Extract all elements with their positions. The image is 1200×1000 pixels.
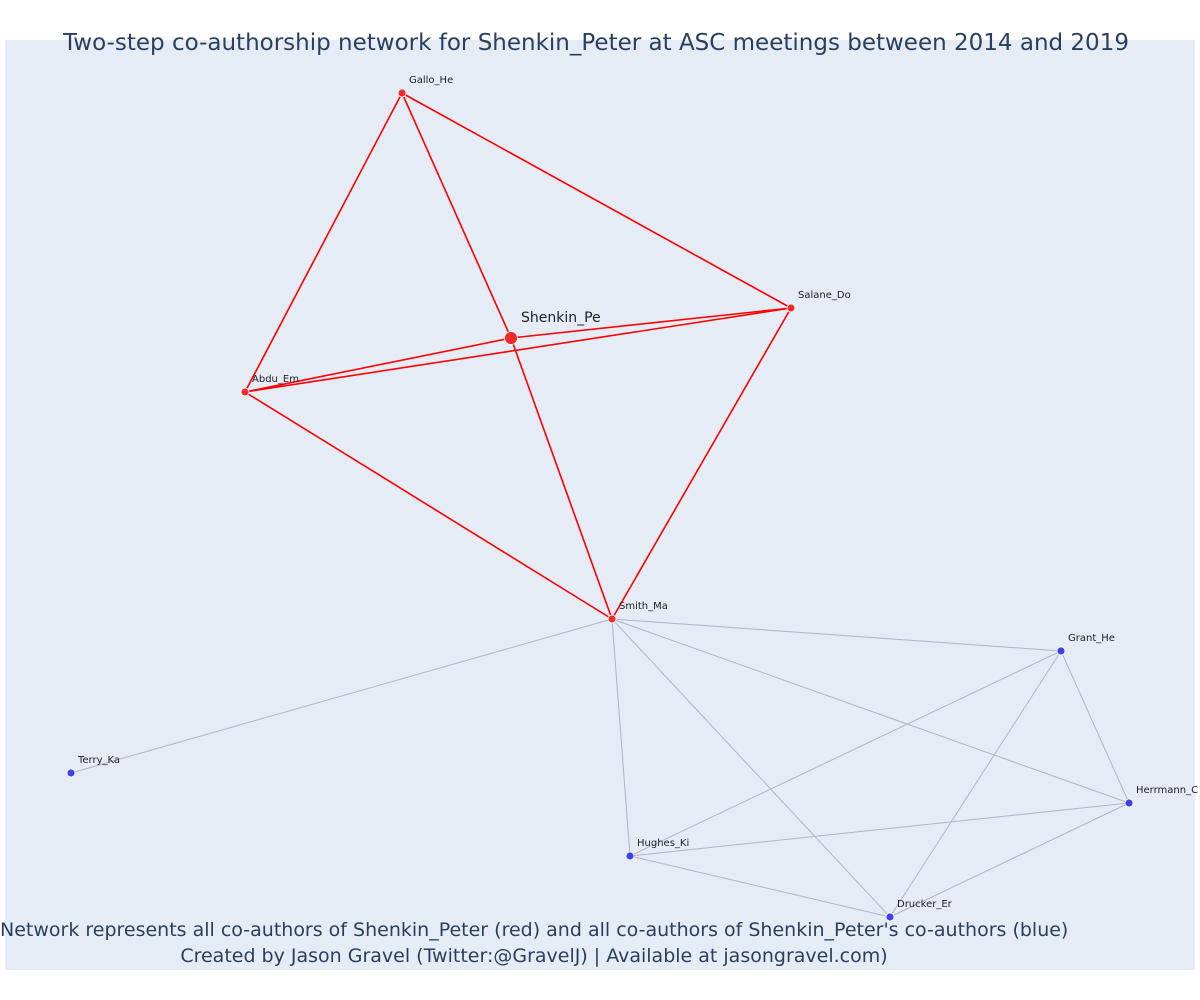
node-Drucker_Er[interactable] bbox=[885, 912, 895, 922]
edge-Shenkin_Pe-Smith_Ma bbox=[510, 337, 613, 620]
node-label-Herrmann_C: Herrmann_C bbox=[1136, 785, 1198, 796]
chart-title: Two-step co-authorship network for Shenk… bbox=[63, 30, 1129, 56]
node-label-Abdu_Em: Abdu_Em bbox=[252, 374, 299, 385]
node-label-Hughes_Ki: Hughes_Ki bbox=[637, 838, 689, 849]
node-Gallo_He[interactable] bbox=[397, 88, 407, 98]
node-Smith_Ma[interactable] bbox=[607, 614, 617, 624]
node-label-Salane_Do: Salane_Do bbox=[798, 290, 851, 301]
node-label-Terry_Ka: Terry_Ka bbox=[77, 755, 120, 766]
edge-Grant_He-Drucker_Er bbox=[889, 650, 1062, 918]
node-Hughes_Ki[interactable] bbox=[625, 851, 635, 861]
node-Shenkin_Pe[interactable] bbox=[504, 331, 518, 345]
node-Abdu_Em[interactable] bbox=[240, 387, 250, 397]
edge-Abdu_Em-Smith_Ma bbox=[244, 391, 613, 620]
edge-Herrmann_C-Hughes_Ki bbox=[629, 802, 1130, 857]
chart-caption: Network represents all co-authors of She… bbox=[0, 917, 1068, 969]
edge-Gallo_He-Abdu_Em bbox=[244, 92, 403, 393]
plot-background bbox=[5, 40, 1195, 970]
edge-Grant_He-Herrmann_C bbox=[1060, 650, 1130, 804]
edge-Shenkin_Pe-Salane_Do bbox=[510, 307, 792, 339]
nodes-layer bbox=[66, 88, 1134, 922]
labels-layer: Shenkin_Pe Gallo_HeSalane_DoAbdu_EmSmith_… bbox=[77, 75, 1198, 910]
node-label-Grant_He: Grant_He bbox=[1068, 633, 1115, 644]
edge-Hughes_Ki-Drucker_Er bbox=[629, 855, 891, 918]
edge-Smith_Ma-Herrmann_C bbox=[611, 618, 1130, 804]
edge-Herrmann_C-Drucker_Er bbox=[889, 802, 1130, 918]
node-label-Drucker_Er: Drucker_Er bbox=[897, 899, 953, 910]
edge-Smith_Ma-Grant_He bbox=[611, 618, 1062, 652]
edge-Gallo_He-Salane_Do bbox=[401, 92, 792, 309]
node-label-Smith_Ma: Smith_Ma bbox=[619, 601, 668, 612]
edge-Salane_Do-Smith_Ma bbox=[611, 307, 792, 620]
node-Herrmann_C[interactable] bbox=[1124, 798, 1134, 808]
node-label-Shenkin_Pe: Shenkin_Pe bbox=[521, 310, 601, 326]
edge-Smith_Ma-Hughes_Ki bbox=[611, 618, 631, 857]
edge-Shenkin_Pe-Abdu_Em bbox=[244, 337, 512, 393]
node-label-Gallo_He: Gallo_He bbox=[409, 75, 453, 86]
caption-line-2: Created by Jason Gravel (Twitter:@Gravel… bbox=[180, 945, 888, 967]
node-Salane_Do[interactable] bbox=[786, 303, 796, 313]
caption-line-1: Network represents all co-authors of She… bbox=[0, 919, 1069, 941]
edge-Smith_Ma-Drucker_Er bbox=[611, 618, 891, 918]
edge-Smith_Ma-Terry_Ka bbox=[70, 618, 613, 774]
edge-Grant_He-Hughes_Ki bbox=[629, 650, 1062, 857]
edge-Gallo_He-Shenkin_Pe bbox=[401, 92, 512, 339]
edge-Abdu_Em-Salane_Do bbox=[244, 307, 792, 393]
node-Terry_Ka[interactable] bbox=[66, 768, 76, 778]
node-Grant_He[interactable] bbox=[1056, 646, 1066, 656]
edges-layer bbox=[70, 92, 1130, 918]
